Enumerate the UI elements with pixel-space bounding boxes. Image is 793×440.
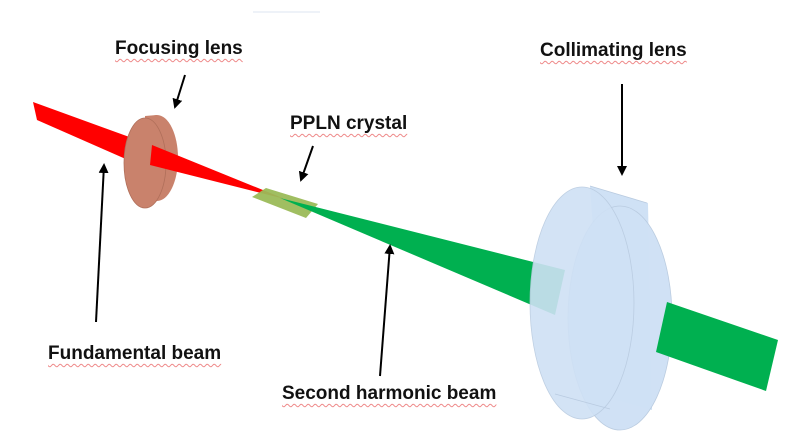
ppln-crystal-label: PPLN crystal	[290, 113, 408, 134]
fundamental-beam-incoming	[33, 102, 132, 160]
second-harmonic-beam-label: Second harmonic beam	[282, 383, 497, 404]
second-harmonic-beam-arrow	[379, 244, 395, 377]
fundamental-beam-focused	[150, 145, 285, 199]
second-harmonic-beam	[280, 198, 565, 315]
fundamental-beam-arrow	[95, 163, 109, 323]
fundamental-beam-label: Fundamental beam	[48, 343, 222, 364]
collimating-lens	[529, 185, 673, 431]
ppln-crystal-arrow	[298, 145, 314, 182]
focusing-lens-arrow	[172, 74, 186, 109]
collimating-lens-label: Collimating lens	[540, 40, 687, 61]
focusing-lens-label: Focusing lens	[115, 38, 243, 59]
ppln-crystal	[252, 188, 318, 218]
second-harmonic-beam-collimated	[656, 302, 778, 391]
